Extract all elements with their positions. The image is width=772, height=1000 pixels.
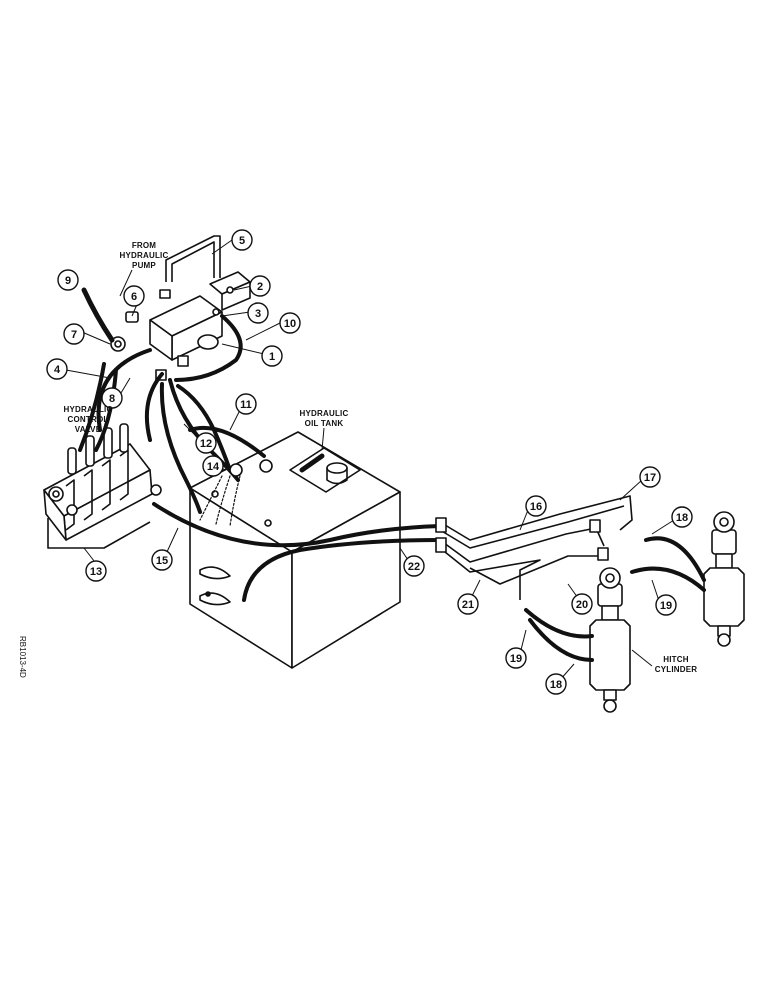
svg-text:4: 4 <box>54 364 61 376</box>
cylinder-hoses <box>524 536 706 662</box>
steel-tubes <box>435 495 633 600</box>
svg-text:8: 8 <box>109 393 115 405</box>
svg-text:14: 14 <box>207 461 220 473</box>
upper-valve-assembly <box>110 235 251 381</box>
svg-text:6: 6 <box>131 291 137 303</box>
svg-text:19: 19 <box>510 653 522 665</box>
callout-12: 12 <box>195 432 217 454</box>
callout-13: 13 <box>85 560 107 582</box>
svg-text:HITCH: HITCH <box>663 655 688 664</box>
svg-text:15: 15 <box>156 555 168 567</box>
svg-text:21: 21 <box>462 599 474 611</box>
svg-text:5: 5 <box>239 235 245 247</box>
svg-text:11: 11 <box>240 399 252 411</box>
callout-16: 16 <box>525 495 547 517</box>
svg-text:18: 18 <box>550 679 562 691</box>
svg-text:HYDRAULIC: HYDRAULIC <box>120 251 169 260</box>
svg-text:HYDRAULIC: HYDRAULIC <box>300 409 349 418</box>
label-hitch-cylinder: HITCH CYLINDER <box>655 655 698 674</box>
svg-text:HYDRAULIC: HYDRAULIC <box>64 405 113 414</box>
callout-3: 3 <box>247 302 269 324</box>
callout-14: 14 <box>202 455 224 477</box>
callout-6: 6 <box>123 285 145 307</box>
callout-8: 8 <box>101 387 123 409</box>
svg-text:FROM: FROM <box>132 241 156 250</box>
callout-5: 5 <box>231 229 253 251</box>
label-hydraulic-oil-tank: HYDRAULIC OIL TANK <box>300 409 349 428</box>
callout-18-lower: 18 <box>545 673 567 695</box>
svg-text:17: 17 <box>644 472 656 484</box>
svg-text:CYLINDER: CYLINDER <box>655 665 698 674</box>
svg-text:22: 22 <box>408 561 420 573</box>
hydraulic-hoses <box>78 287 442 602</box>
callouts: 1 2 3 4 5 6 7 8 9 10 11 12 13 14 15 16 1… <box>46 229 693 695</box>
callout-18: 18 <box>671 506 693 528</box>
callout-15: 15 <box>151 549 173 571</box>
callout-9: 9 <box>57 269 79 291</box>
svg-text:20: 20 <box>576 599 588 611</box>
svg-text:9: 9 <box>65 275 71 287</box>
label-hydraulic-control-valve: HYDRAULIC CONTROL VALVE <box>64 405 113 434</box>
callout-1: 1 <box>261 345 283 367</box>
callout-7: 7 <box>63 323 85 345</box>
svg-text:16: 16 <box>530 501 542 513</box>
svg-text:VALVE: VALVE <box>75 425 102 434</box>
svg-text:CONTROL: CONTROL <box>68 415 109 424</box>
callout-22: 22 <box>403 555 425 577</box>
svg-text:18: 18 <box>676 512 688 524</box>
callout-10: 10 <box>279 312 301 334</box>
figure-code: RB1013-4D <box>18 636 27 678</box>
callout-19: 19 <box>655 594 677 616</box>
svg-text:10: 10 <box>284 318 296 330</box>
svg-text:1: 1 <box>269 351 275 363</box>
hydraulic-control-valve <box>43 423 162 549</box>
callout-4: 4 <box>46 358 68 380</box>
hitch-cylinders <box>589 511 745 713</box>
svg-text:13: 13 <box>90 566 102 578</box>
svg-text:7: 7 <box>71 329 77 341</box>
callout-17: 17 <box>639 466 661 488</box>
label-from-hydraulic-pump: FROM HYDRAULIC PUMP <box>120 241 169 270</box>
svg-text:3: 3 <box>255 308 261 320</box>
callout-19-lower: 19 <box>505 647 527 669</box>
svg-text:2: 2 <box>257 281 263 293</box>
svg-text:12: 12 <box>200 438 212 450</box>
svg-text:PUMP: PUMP <box>132 261 156 270</box>
callout-11: 11 <box>235 393 257 415</box>
svg-text:OIL TANK: OIL TANK <box>305 419 344 428</box>
callout-20: 20 <box>571 593 593 615</box>
svg-text:19: 19 <box>660 600 672 612</box>
callout-2: 2 <box>249 275 271 297</box>
callout-21: 21 <box>457 593 479 615</box>
